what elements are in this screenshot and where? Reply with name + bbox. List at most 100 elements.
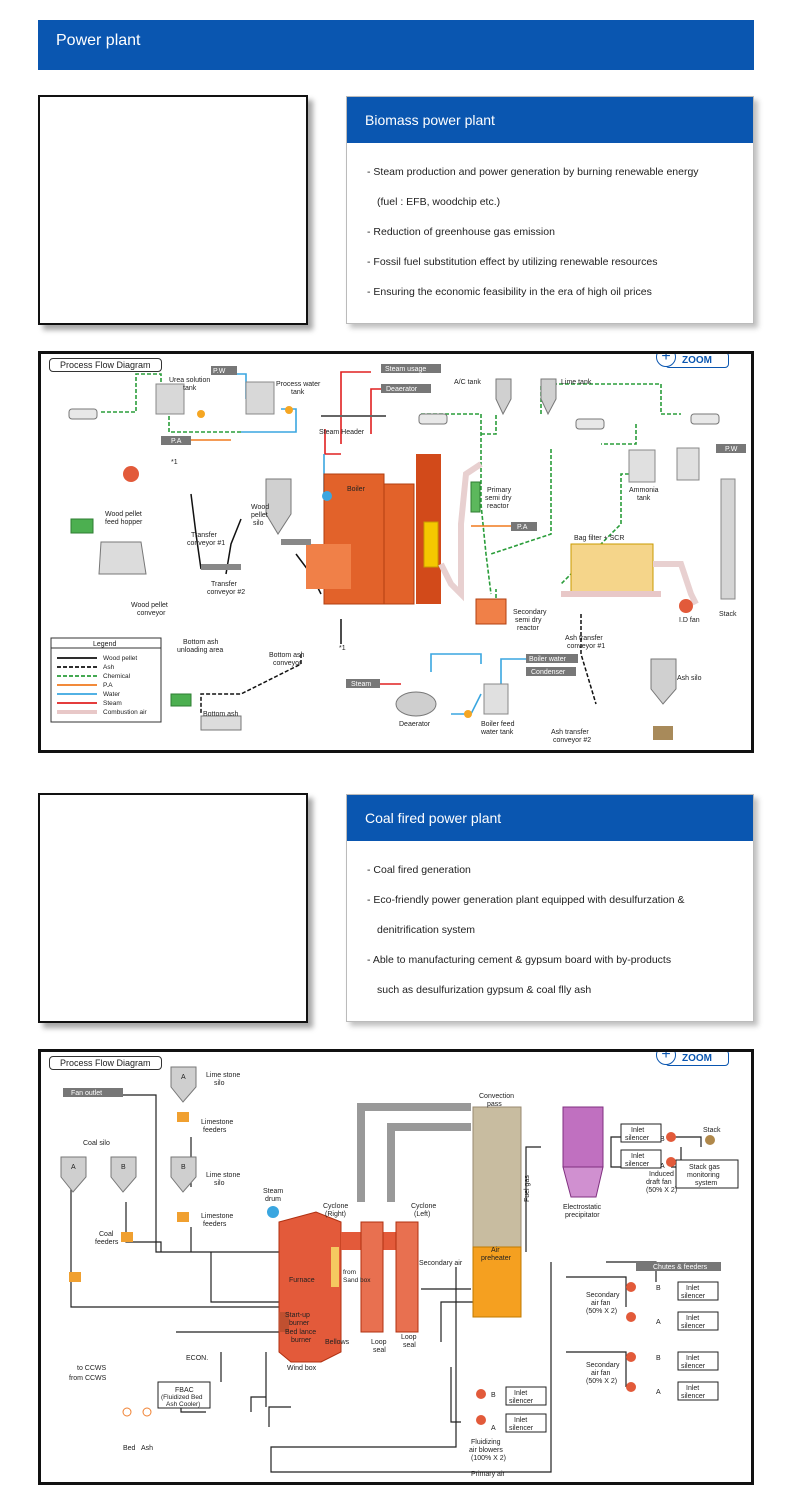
label-fan-outlet: Fan outlet: [71, 1090, 102, 1097]
label-esp2: precipitator: [565, 1212, 600, 1219]
label-esp: Electrostatic: [563, 1204, 602, 1211]
label-bottom-conv: Bottom ash: [269, 652, 305, 659]
label-steam-in: Steam: [351, 681, 371, 688]
label-cyclone-right2: (Right): [325, 1211, 346, 1218]
label-ash-transfer2: Ash transfer: [551, 729, 589, 736]
diagram-label: Process Flow Diagram: [49, 358, 162, 372]
label-inlet: Inlet: [631, 1127, 644, 1134]
label-stack-mon3: system: [695, 1180, 717, 1187]
label-startup2: burner: [289, 1320, 310, 1327]
label-wood-silo: Wood: [251, 504, 269, 511]
label-a: A: [660, 1163, 665, 1170]
label-ash: Ash: [141, 1445, 153, 1452]
label-pa1: P.A: [171, 438, 182, 445]
label-steam-drum2: drum: [265, 1196, 281, 1203]
label-primary-air: Primary air: [471, 1471, 506, 1478]
label-fuel-gas: Fuel gas: [524, 1175, 531, 1202]
biomass-bullet: (fuel : EFB, woodchip etc.): [377, 196, 501, 208]
label-limestone-feeders-top2: feeders: [203, 1127, 227, 1134]
label-cyclone-left: Cyclone: [411, 1203, 436, 1210]
label-loop-seal1: Loop: [371, 1339, 387, 1346]
label-boiler-water: Boiler water: [529, 656, 567, 663]
label-limestone-feeders-b2: feeders: [203, 1221, 227, 1228]
label-ac-tank: A/C tank: [454, 379, 481, 386]
label-condenser: Condenser: [531, 669, 566, 676]
zoom-label: ZOOM: [682, 355, 712, 366]
label-bellows: Bellows: [325, 1339, 350, 1346]
label-silencer: silencer: [681, 1393, 706, 1400]
label-reactor: reactor: [487, 503, 509, 510]
legend-item: Combustion air: [103, 709, 148, 716]
label-process-water: Process water: [276, 381, 321, 388]
label-id-fan: Induced: [649, 1171, 674, 1178]
label-silencer: silencer: [509, 1425, 534, 1432]
zoom-button[interactable]: + ZOOM: [656, 354, 729, 368]
coal-card: Coal fired power plant - Coal fired gene…: [346, 794, 754, 1022]
label-cyclone-left2: (Left): [414, 1211, 430, 1218]
label-id-fan: I.D fan: [679, 617, 700, 624]
coal-process-diagram: Fan outlet Lime stone silo Limestone fee…: [38, 1049, 754, 1485]
label-urea: Urea solution: [169, 377, 210, 384]
label-lime-b: B: [181, 1164, 186, 1171]
legend-item: Chemical: [103, 673, 131, 680]
label-bed: Bed: [123, 1445, 136, 1452]
label-bottom-unload: Bottom ash: [183, 639, 219, 646]
label-boiler-feed2: water tank: [480, 729, 514, 736]
biomass-bullet: - Ensuring the economic feasibility in t…: [367, 286, 652, 298]
label-sand-box: from: [343, 1269, 356, 1276]
label-lime-a: A: [181, 1074, 186, 1081]
biomass-photo: [38, 95, 308, 325]
label-inlet: Inlet: [514, 1390, 527, 1397]
label-b: B: [656, 1355, 661, 1362]
label-lime-tank: Lime tank: [561, 379, 592, 386]
label-sec-fan: Secondary: [586, 1292, 620, 1299]
label-lime-silo-b2: silo: [214, 1180, 225, 1187]
label-wind-box: Wind box: [287, 1365, 317, 1372]
zoom-button[interactable]: + ZOOM: [656, 1052, 729, 1066]
label-boiler-feed: Boiler feed: [481, 721, 515, 728]
label-fbac3: Ash Cooler): [166, 1401, 200, 1408]
label-silo-a: A: [71, 1164, 76, 1171]
label-b: B: [660, 1136, 665, 1143]
label-air-preheater2: preheater: [481, 1255, 512, 1262]
label-stack-mon2: monitoring: [687, 1172, 720, 1179]
label-to-ccws: to CCWS: [77, 1365, 107, 1372]
label-fluid3: (100% X 2): [471, 1455, 506, 1462]
label-transfer2b: conveyor #2: [207, 589, 245, 596]
label-urea2: tank: [183, 385, 197, 392]
page-title: Power plant: [56, 32, 141, 49]
label-ash-transfer2b: conveyor #2: [553, 737, 591, 744]
label-pa2: P.A: [517, 524, 528, 531]
zoom-plus-icon: +: [656, 1052, 676, 1065]
label-inlet: Inlet: [514, 1417, 527, 1424]
label-air-preheater: Air: [491, 1247, 500, 1254]
label-ash-transfer1b: conveyor #1: [567, 643, 605, 650]
coal-photo: [38, 793, 308, 1023]
label-a: A: [656, 1389, 661, 1396]
legend-item: Water: [103, 691, 121, 698]
label-limestone-feeders-top: Limestone: [201, 1119, 233, 1126]
coal-bullet: - Able to manufacturing cement & gypsum …: [367, 954, 672, 966]
label-secondary2: semi dry: [515, 617, 542, 624]
label-bag-filter: Bag filter + SCR: [574, 535, 624, 542]
label-secondary-air: Secondary air: [419, 1260, 463, 1267]
coal-bullet: such as desulfurization gypsum & coal fl…: [377, 984, 592, 996]
label-bed-lance2: burner: [291, 1337, 312, 1344]
label-lime-silo-b: Lime stone: [206, 1172, 240, 1179]
zoom-plus-icon: +: [656, 354, 676, 367]
label-silencer: silencer: [625, 1161, 650, 1168]
biomass-heading: Biomass power plant: [347, 97, 753, 143]
label-fluid2: air blowers: [469, 1447, 503, 1454]
label-inlet: Inlet: [686, 1355, 699, 1362]
legend-item: Ash: [103, 664, 115, 671]
label-steam-header: Steam Header: [319, 429, 365, 436]
label-steam-usage: Steam usage: [385, 366, 426, 373]
label-ammonia2: tank: [637, 495, 651, 502]
label-bed-lance: Bed lance: [285, 1329, 316, 1336]
label-wood-silo3: silo: [253, 520, 264, 527]
label-b: B: [491, 1392, 496, 1399]
label-lime-silo-top: Lime stone: [206, 1072, 240, 1079]
biomass-bullet: - Reduction of greenhouse gas emission: [367, 226, 555, 238]
legend-item: Steam: [103, 700, 122, 707]
label-secondary: Secondary: [513, 609, 547, 616]
